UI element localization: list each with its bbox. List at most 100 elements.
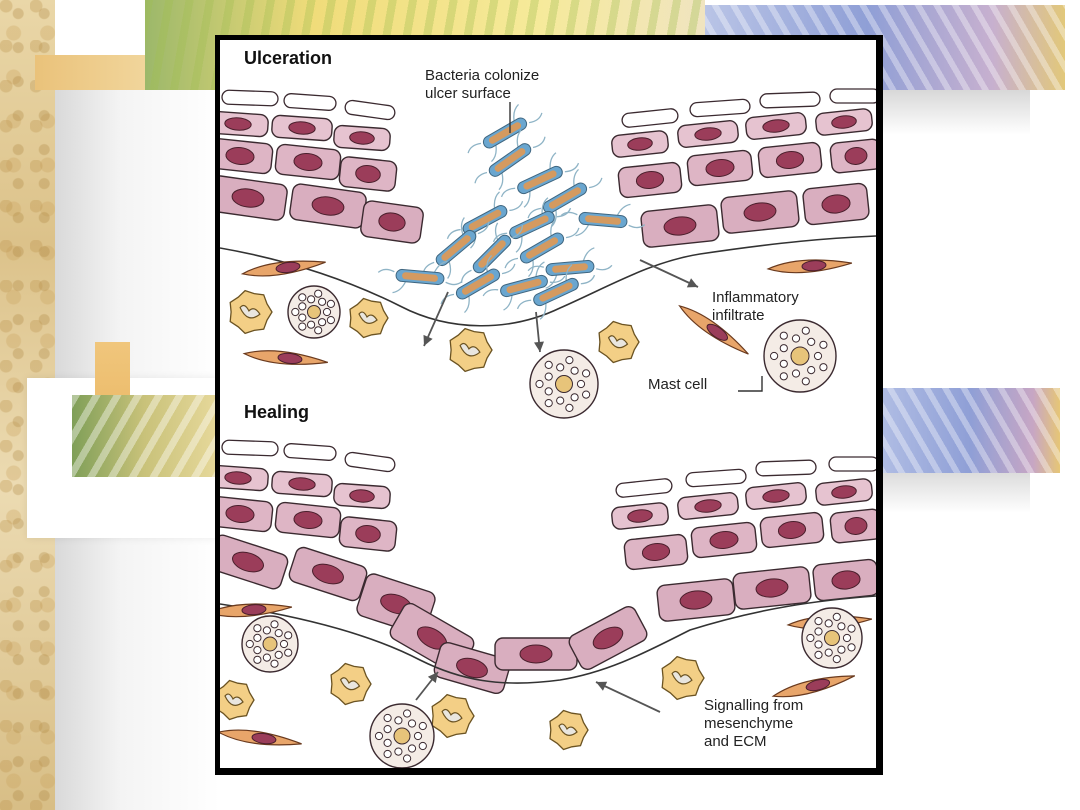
epithelial-cell: [812, 558, 876, 602]
mast-cell-granule: [837, 622, 846, 631]
ulceration-illustration: [220, 80, 876, 419]
bacterium: [527, 247, 613, 289]
cell-nucleus: [635, 171, 665, 189]
fibroblast: [242, 350, 328, 365]
bacterium-flagella: [516, 264, 596, 320]
surface-cell: [755, 459, 817, 477]
cell-membrane: [615, 478, 673, 498]
bacterium-core: [441, 235, 471, 261]
mast-cell-granule: [570, 366, 579, 375]
epithelial-cell: [274, 143, 342, 181]
surface-cell: [615, 478, 673, 498]
cell-nucleus: [288, 121, 316, 135]
mast-cell: [287, 285, 341, 339]
cell-nucleus: [705, 159, 735, 177]
decorative-shadow-right: [880, 473, 1030, 513]
cell-nucleus: [288, 477, 316, 491]
bacterium-core: [402, 272, 438, 282]
epithelial-cell: [360, 200, 424, 244]
bacterium: [467, 103, 543, 163]
ulcer-healing-diagram: Ulceration Healing Bacteria colonize ulc…: [220, 48, 876, 768]
mast-cell-granule: [284, 631, 293, 640]
fibroblast: [220, 729, 302, 746]
cell-membrane: [755, 459, 817, 477]
immune-cell-nucleus: [239, 304, 261, 319]
cell-membrane: [344, 99, 396, 121]
cell-nucleus: [355, 165, 381, 183]
immune-cell: [229, 289, 273, 335]
mast-cell-granule: [847, 643, 856, 652]
bacterium-core: [548, 187, 582, 209]
epithelial-cell: [732, 566, 812, 610]
cell-nucleus: [743, 202, 777, 222]
cell-nucleus: [663, 216, 697, 236]
bacterium-core: [515, 215, 549, 235]
fibroblast-nucleus: [251, 732, 277, 745]
mast-cell-granule: [270, 659, 279, 668]
cell-membrane: [283, 443, 337, 461]
mast-cell-granule: [779, 359, 788, 368]
cell-membrane: [221, 89, 279, 107]
mast-cell-granule: [819, 340, 828, 349]
immune-cell: [598, 320, 640, 364]
mast-cell-granule: [383, 749, 392, 759]
surface-cell: [221, 439, 279, 457]
bacterium-core: [494, 148, 526, 172]
cell-nucleus: [224, 471, 252, 485]
arrow-head: [596, 681, 608, 691]
mast-cell-granule: [314, 289, 323, 298]
epithelial-cell: [720, 190, 800, 234]
cell-nucleus: [225, 147, 255, 165]
fibroblast-body: [678, 304, 749, 355]
epithelial-cell: [568, 605, 648, 671]
mast-cell-leader-line: [738, 376, 763, 392]
mast-cell-granule: [262, 626, 271, 635]
mast-cell-granule: [407, 744, 417, 753]
mast-cell: [369, 703, 435, 768]
bacterium: [516, 264, 596, 320]
mast-cell-granule: [807, 366, 816, 375]
mast-cell-callout: Mast cell: [648, 376, 707, 393]
bacterium-flagella: [560, 203, 646, 237]
cell-nucleus: [831, 115, 857, 129]
epithelial-cell: [220, 495, 274, 533]
epithelial-cell: [433, 641, 511, 695]
cell-nucleus: [224, 117, 252, 131]
mast-cell-granule: [318, 297, 327, 306]
mast-cell-granule: [582, 369, 591, 378]
cell-membrane: [689, 98, 751, 118]
mast-cell-granule: [374, 731, 384, 741]
cell-nucleus: [775, 151, 805, 169]
mast-cell-granule: [403, 754, 412, 763]
mast-cell-granule: [582, 390, 591, 399]
epithelial-cell: [333, 124, 391, 152]
mast-cell-nucleus: [307, 305, 321, 319]
epithelial-cell: [494, 637, 578, 671]
cell-nucleus: [831, 570, 861, 590]
bacterium-flagella: [527, 247, 613, 289]
mast-cell-granule: [565, 356, 574, 365]
mast-cell-nucleus: [790, 346, 810, 366]
mast-cell-granule: [813, 351, 823, 361]
mast-cell-granule: [253, 633, 262, 642]
immune-cell: [661, 655, 705, 701]
bacterium-flagella: [467, 103, 543, 163]
mast-cell-granule: [326, 316, 335, 325]
epithelial-cell: [802, 182, 870, 226]
bacterium-core: [585, 215, 621, 225]
epithelial-cell: [611, 502, 669, 530]
mast-cell-granule: [824, 619, 833, 628]
fibroblast-nucleus: [241, 604, 267, 616]
decorative-shadow-top-right: [880, 90, 1030, 135]
epithelial-cell: [686, 149, 754, 187]
surface-cell: [283, 93, 337, 111]
mast-cell-granule: [544, 387, 553, 396]
mast-cell-granule: [291, 307, 300, 317]
immune-cell-nucleus: [671, 670, 693, 685]
cell-nucleus: [293, 153, 323, 171]
mast-cell-granule: [544, 372, 553, 381]
mast-cell-granule: [779, 372, 788, 381]
bacteria-callout-line-1: Bacteria colonize: [425, 67, 539, 84]
mast-cell-granule: [322, 307, 332, 317]
bacteria-callout-line-2: ulcer surface: [425, 85, 511, 102]
